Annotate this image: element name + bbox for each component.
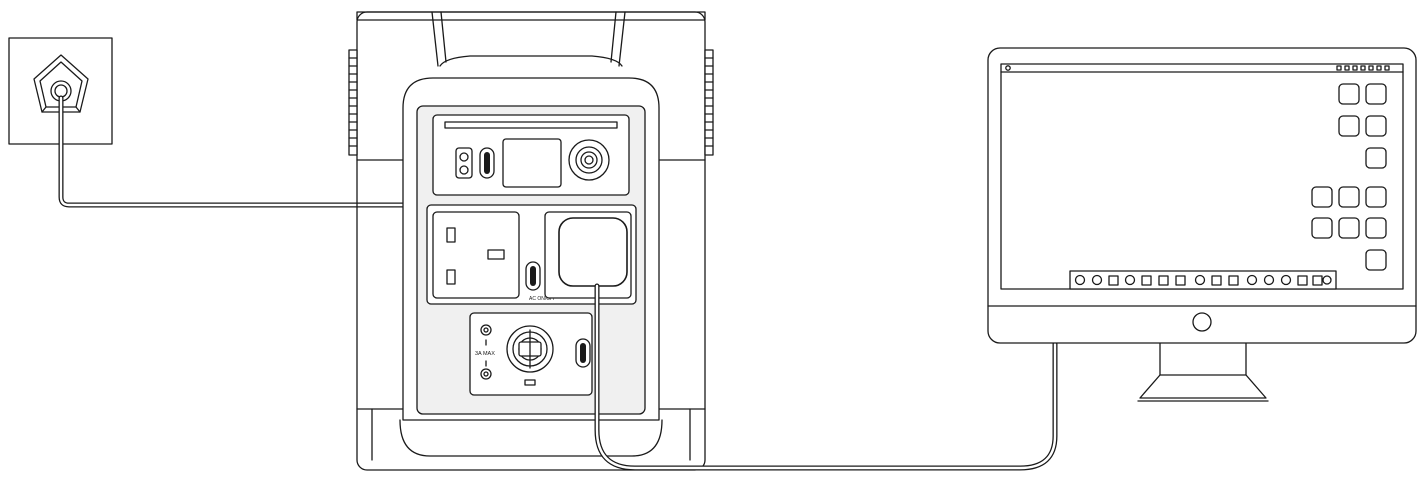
monitor-stand	[1139, 342, 1267, 399]
ac-outlet-section: AC ON/OFF	[426, 204, 637, 305]
ac-plug	[558, 217, 628, 287]
ac-socket-1	[432, 211, 520, 299]
portable-power-station: AC ON/OFF 3A MAX	[348, 11, 714, 471]
left-grip	[348, 49, 358, 156]
display-screen	[502, 138, 562, 188]
usb-rating-label: 3A MAX	[475, 351, 495, 357]
dock-bar	[1069, 270, 1337, 290]
right-grip	[704, 49, 714, 156]
outer-shell	[356, 11, 706, 471]
monitor-screen	[1000, 63, 1404, 290]
desktop-monitor-icon	[987, 47, 1417, 402]
desktop-icons	[1311, 83, 1387, 271]
top-handle	[356, 11, 706, 21]
menu-bar-icons	[1336, 65, 1390, 71]
usb-section: 3A MAX	[469, 312, 593, 396]
power-button	[1192, 312, 1212, 332]
control-panel	[432, 114, 630, 196]
control-knob	[568, 139, 610, 181]
monitor-cable	[594, 283, 1058, 471]
ac-switch-label: AC ON/OFF	[529, 296, 556, 302]
